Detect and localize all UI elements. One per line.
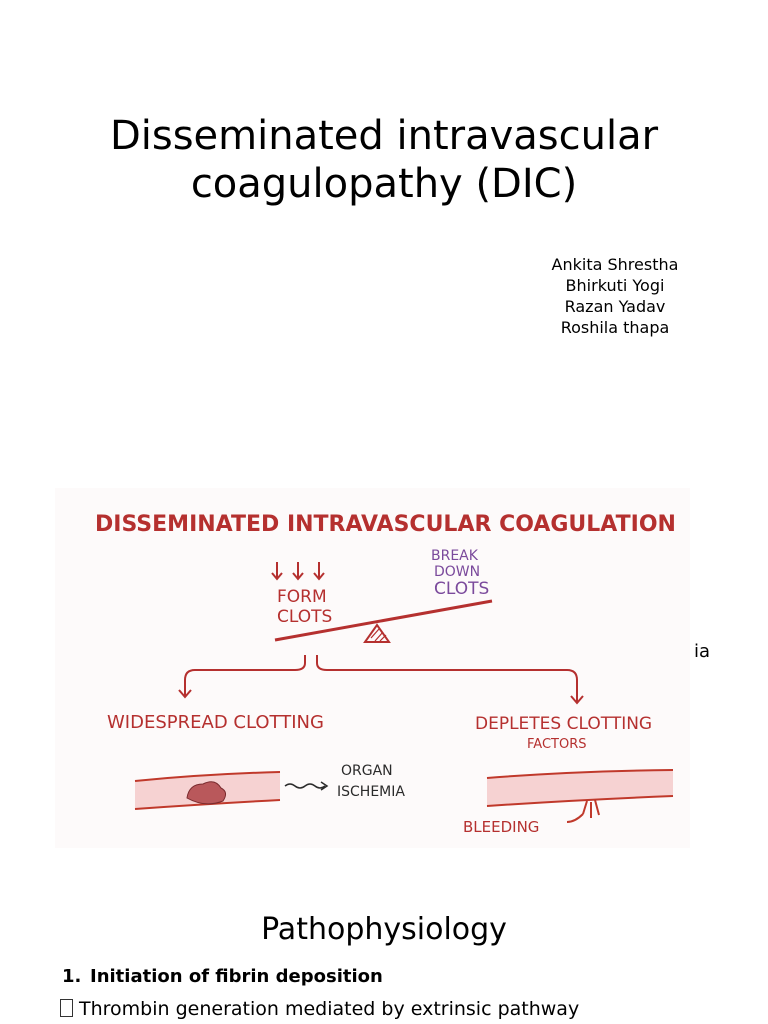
down-arrows-icon: [271, 562, 325, 581]
bullet-item: Thrombin generation mediated by extrinsi…: [60, 998, 579, 1020]
point-number: 1.: [62, 966, 82, 987]
point-text: Initiation of fibrin deposition: [90, 966, 383, 987]
clipped-text-fragment: ia: [694, 641, 711, 662]
author-name: Razan Yadav: [564, 297, 666, 316]
missing-glyph-icon: [60, 999, 73, 1017]
numbered-point: 1. Initiation of fibrin deposition: [62, 966, 383, 987]
break-down-line-3: CLOTS: [434, 579, 489, 599]
vessel-with-clot-icon: [134, 771, 281, 810]
author-name: Ankita Shrestha: [551, 255, 679, 274]
vessel-bleeding-icon: [486, 769, 674, 823]
title-line-1: Disseminated intravascular: [109, 113, 659, 159]
balance-beam: [274, 599, 493, 642]
depletes-clotting-label: DEPLETES CLOTTING: [475, 714, 652, 734]
title-line-2: coagulopathy (DIC): [190, 161, 578, 207]
author-list: Ankita Shrestha Bhirkuti Yogi Razan Yada…: [540, 254, 690, 338]
bleeding-label: BLEEDING: [463, 818, 539, 836]
branch-arrows-icon: [178, 655, 584, 705]
widespread-clotting-label: WIDESPREAD CLOTTING: [107, 712, 324, 733]
form-clots-line-2: CLOTS: [277, 607, 332, 627]
slide-title: Disseminated intravascular coagulopathy …: [0, 112, 768, 208]
author-name: Bhirkuti Yogi: [565, 276, 665, 295]
form-clots-line-1: FORM: [277, 587, 327, 607]
break-down-line-1: BREAK: [431, 548, 479, 564]
break-down-line-2: DOWN: [434, 564, 480, 580]
dic-illustration: DISSEMINATED INTRAVASCULAR COAGULATION F…: [55, 488, 690, 848]
dic-diagram-svg: DISSEMINATED INTRAVASCULAR COAGULATION F…: [95, 512, 676, 836]
fulcrum-icon: [363, 623, 391, 643]
section-heading: Pathophysiology: [261, 912, 507, 947]
figure-heading: DISSEMINATED INTRAVASCULAR COAGULATION: [95, 512, 676, 537]
squiggle-arrow-icon: [284, 781, 329, 791]
factors-label: FACTORS: [527, 737, 586, 752]
ischemia-label: ISCHEMIA: [337, 784, 405, 800]
bullet-text: Thrombin generation mediated by extrinsi…: [79, 998, 580, 1020]
organ-label: ORGAN: [341, 763, 393, 779]
author-name: Roshila thapa: [560, 318, 670, 337]
